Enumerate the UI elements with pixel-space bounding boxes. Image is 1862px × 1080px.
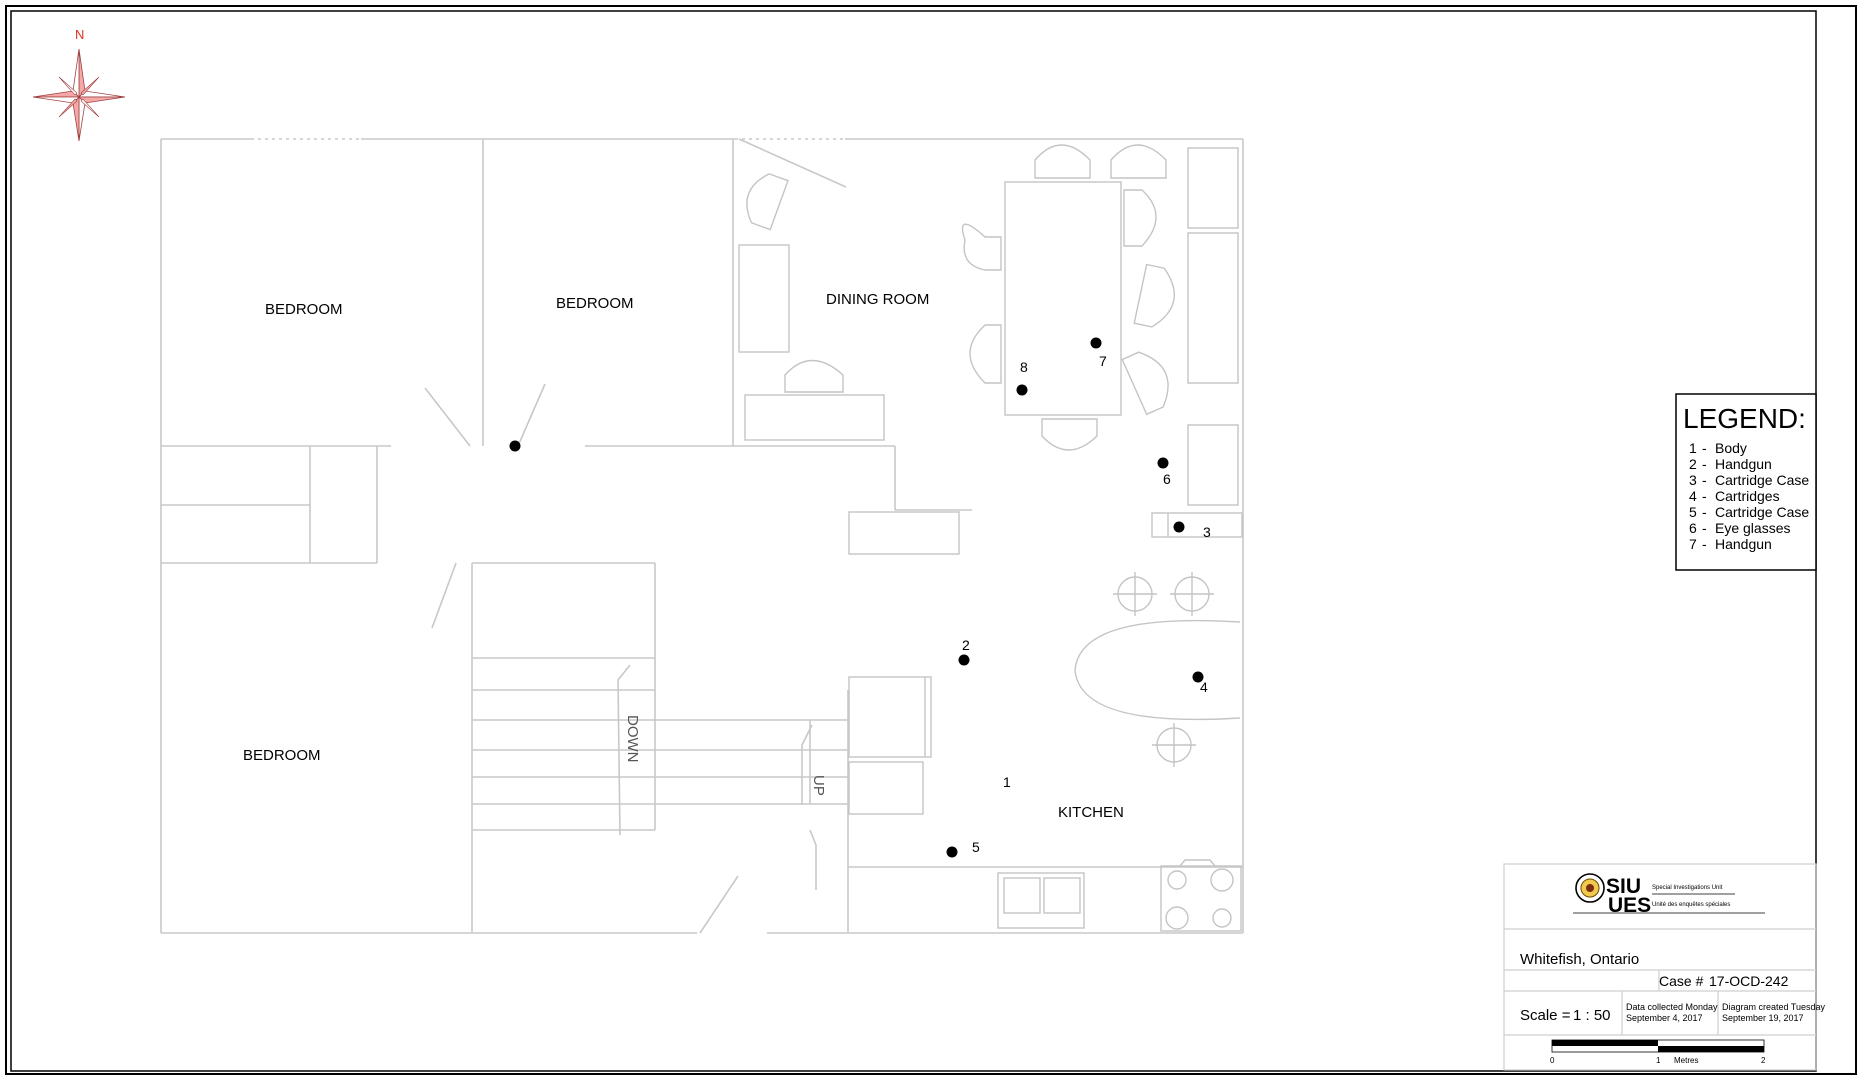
evidence-marker-1-number: 1 [1003, 774, 1011, 790]
siu-logo: SIU UES Special Investigations Unit Unit… [1573, 873, 1765, 917]
legend-item-label: Cartridges [1715, 488, 1780, 504]
scalebar-unit: Metres [1674, 1056, 1698, 1065]
title-block: SIU UES Special Investigations Unit Unit… [1503, 863, 1826, 1071]
room-label-kitchen: KITCHEN [1058, 804, 1124, 821]
evidence-marker-4-dot [1192, 671, 1204, 683]
stair-label-up: UP [810, 775, 827, 796]
legend-item-dash: - [1702, 520, 1707, 536]
evidence-marker-3-number: 3 [1203, 524, 1211, 540]
room-label-bedroom-1: BEDROOM [265, 301, 343, 318]
legend-item-number: 3 [1689, 472, 1697, 488]
scale-value: 1 : 50 [1573, 1007, 1611, 1024]
scale-label: Scale = [1520, 1007, 1571, 1024]
case-label: Case # [1659, 973, 1704, 989]
logo-line2: Unité des enquêtes spéciales [1652, 902, 1730, 908]
legend-item: 2 - Handgun [1689, 456, 1772, 472]
case-number: 17-OCD-242 [1709, 973, 1789, 989]
legend-item-number: 1 [1689, 440, 1697, 456]
evidence-marker-4-number: 4 [1200, 679, 1208, 695]
legend-item: 4 - Cartridges [1689, 488, 1780, 504]
legend-item-label: Handgun [1715, 456, 1772, 472]
furniture [738, 144, 1243, 932]
evidence-marker-7-number: 7 [1099, 353, 1107, 369]
scalebar-tick-1: 1 [1656, 1056, 1661, 1065]
compass-north-label: N [75, 27, 84, 42]
evidence-markers: 1 2 3 4 5 6 7 8 [509, 337, 1211, 858]
legend-box [1675, 393, 1817, 571]
compass-rose-icon [32, 48, 126, 142]
evidence-marker-2-dot [958, 654, 970, 666]
legend-title: LEGEND: [1683, 403, 1806, 434]
legend: LEGEND: 1 - Body 2 - Handgun 3 - Cartrid… [1675, 393, 1817, 571]
room-label-bedroom-3: BEDROOM [243, 747, 321, 764]
legend-item-dash: - [1702, 504, 1707, 520]
legend-item: 3 - Cartridge Case [1689, 472, 1809, 488]
legend-item-dash: - [1702, 440, 1707, 456]
title-location: Whitefish, Ontario [1520, 951, 1639, 968]
room-label-bedroom-2: BEDROOM [556, 295, 634, 312]
diagram-created-line2: September 19, 2017 [1722, 1013, 1804, 1023]
legend-item-number: 4 [1689, 488, 1697, 504]
scalebar-tick-0: 0 [1550, 1056, 1555, 1065]
scale-bar: 0 1 Metres 2 [1550, 1039, 1766, 1065]
scalebar-tick-2: 2 [1761, 1056, 1766, 1065]
floor-plan-walls [160, 138, 1244, 934]
evidence-marker-3-dot [1173, 521, 1185, 533]
legend-item: 1 - Body [1689, 440, 1747, 456]
diagram-created-line1: Diagram created Tuesday [1722, 1002, 1826, 1012]
legend-item-dash: - [1702, 456, 1707, 472]
logo-ues-text: UES [1608, 894, 1651, 917]
legend-item-number: 7 [1689, 536, 1697, 552]
legend-item: 6 - Eye glasses [1689, 520, 1790, 536]
legend-item-label: Eye glasses [1715, 520, 1790, 536]
legend-item: 7 - Handgun [1689, 536, 1772, 552]
evidence-marker-8-dot [1016, 384, 1028, 396]
legend-item-label: Handgun [1715, 536, 1772, 552]
evidence-marker-6-dot [1157, 457, 1169, 469]
stair-label-down: DOWN [624, 715, 641, 763]
evidence-marker-8-number: 8 [1020, 359, 1028, 375]
evidence-marker-7-dot [1090, 337, 1102, 349]
legend-item-label: Cartridge Case [1715, 504, 1809, 520]
legend-item-dash: - [1702, 472, 1707, 488]
legend-item-dash: - [1702, 488, 1707, 504]
data-collected-line2: September 4, 2017 [1626, 1013, 1703, 1023]
sheet-border-outer [5, 5, 1857, 1075]
legend-item-number: 5 [1689, 504, 1697, 520]
legend-item-dash: - [1702, 536, 1707, 552]
legend-item: 5 - Cartridge Case [1689, 504, 1809, 520]
data-collected-line1: Data collected Monday [1626, 1002, 1718, 1012]
evidence-marker-5-number: 5 [972, 839, 980, 855]
logo-siu-text: SIU [1606, 875, 1641, 898]
evidence-marker-2-number: 2 [962, 637, 970, 653]
legend-item-label: Cartridge Case [1715, 472, 1809, 488]
legend-item-number: 2 [1689, 456, 1697, 472]
legend-item-label: Body [1715, 440, 1747, 456]
legend-item-number: 6 [1689, 520, 1697, 536]
evidence-marker-unlabeled-dot [509, 440, 521, 452]
evidence-marker-6-number: 6 [1163, 471, 1171, 487]
title-block-frame [1503, 863, 1817, 1071]
evidence-marker-5-dot [946, 846, 958, 858]
room-label-dining-room: DINING ROOM [826, 291, 929, 308]
sheet-border-inner [10, 10, 1817, 1072]
logo-line1: Special Investigations Unit [1652, 885, 1723, 891]
